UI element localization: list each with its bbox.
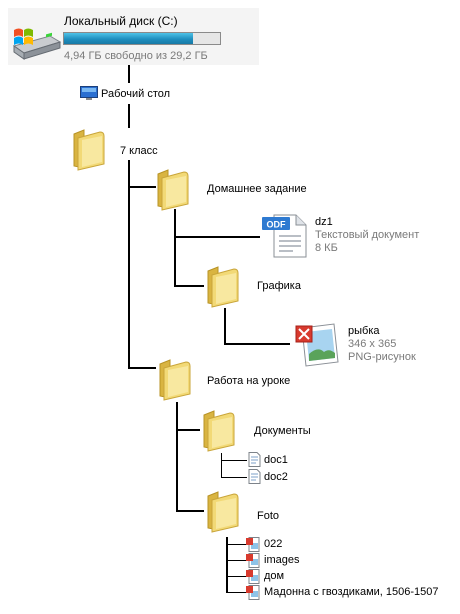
text-document-icon[interactable] <box>248 452 261 467</box>
file-dz1-name[interactable]: dz1 <box>315 216 333 228</box>
connector <box>226 592 246 593</box>
photo-item[interactable]: дом <box>246 569 456 584</box>
odf-badge: ODF <box>267 220 287 230</box>
file-fish-type: PNG-рисунок <box>348 351 416 363</box>
drive-title[interactable]: Локальный диск (C:) <box>64 14 178 28</box>
photo-item[interactable]: images <box>246 553 456 568</box>
connector <box>221 477 247 478</box>
connector <box>226 537 228 593</box>
photo-item[interactable]: 022 <box>246 537 456 552</box>
connector <box>226 576 246 577</box>
folder-icon[interactable] <box>204 490 244 534</box>
desktop-icon[interactable] <box>80 86 98 101</box>
image-file-icon <box>246 553 260 568</box>
png-image-icon[interactable] <box>290 322 342 368</box>
photo-file-list: 022 images дом Мадонна с гвоздиками, 150… <box>246 537 456 607</box>
connector <box>128 65 130 83</box>
connector <box>128 160 130 368</box>
folder-icon[interactable] <box>204 265 244 309</box>
connector <box>224 308 226 344</box>
hard-drive-icon[interactable] <box>10 26 62 60</box>
folder-icon[interactable] <box>70 128 110 172</box>
connector <box>174 236 260 238</box>
connector <box>176 510 204 512</box>
drive-space-text: 4,94 ГБ свободно из 29,2 ГБ <box>64 50 208 62</box>
connector <box>174 285 204 287</box>
connector <box>176 429 200 431</box>
image-file-icon <box>246 537 260 552</box>
folder-foto-label[interactable]: Foto <box>257 510 280 522</box>
folder-7-class-label[interactable]: 7 класс <box>120 145 158 157</box>
photo-name: Мадонна с гвоздиками, 1506-1507 <box>264 586 439 598</box>
drive-usage-fill <box>64 33 194 44</box>
folder-icon[interactable] <box>200 409 240 453</box>
folder-icon[interactable] <box>154 168 194 212</box>
file-doc2[interactable]: doc2 <box>264 471 288 483</box>
photo-name: дом <box>264 570 285 582</box>
connector <box>224 343 290 345</box>
folder-documents-label[interactable]: Документы <box>254 425 311 437</box>
file-dz1-size: 8 КБ <box>315 242 338 254</box>
connector <box>176 402 178 512</box>
odf-document-icon[interactable]: ODF <box>260 213 310 259</box>
folder-homework-label[interactable]: Домашнее задание <box>207 183 307 195</box>
folder-graphics-label[interactable]: Графика <box>257 280 301 292</box>
photo-name: images <box>264 554 300 566</box>
connector <box>226 560 246 561</box>
photo-name: 022 <box>264 538 283 550</box>
connector <box>226 544 246 545</box>
connector <box>221 453 222 478</box>
drive-usage-bar <box>63 32 221 45</box>
file-dz1-type: Текстовый документ <box>315 229 420 241</box>
folder-icon[interactable] <box>156 358 196 402</box>
file-fish-dims: 346 x 365 <box>348 338 397 350</box>
file-doc1[interactable]: doc1 <box>264 454 288 466</box>
photo-item[interactable]: Мадонна с гвоздиками, 1506-1507 <box>246 585 456 600</box>
text-document-icon[interactable] <box>248 469 261 484</box>
desktop-label[interactable]: Рабочий стол <box>101 88 171 100</box>
connector <box>128 367 156 369</box>
connector <box>128 104 130 128</box>
image-file-icon <box>246 585 260 600</box>
connector <box>128 186 156 188</box>
connector <box>221 460 247 461</box>
folder-classwork-label[interactable]: Работа на уроке <box>207 375 291 387</box>
connector <box>174 209 176 287</box>
image-file-icon <box>246 569 260 584</box>
file-fish-name[interactable]: рыбка <box>348 325 380 337</box>
